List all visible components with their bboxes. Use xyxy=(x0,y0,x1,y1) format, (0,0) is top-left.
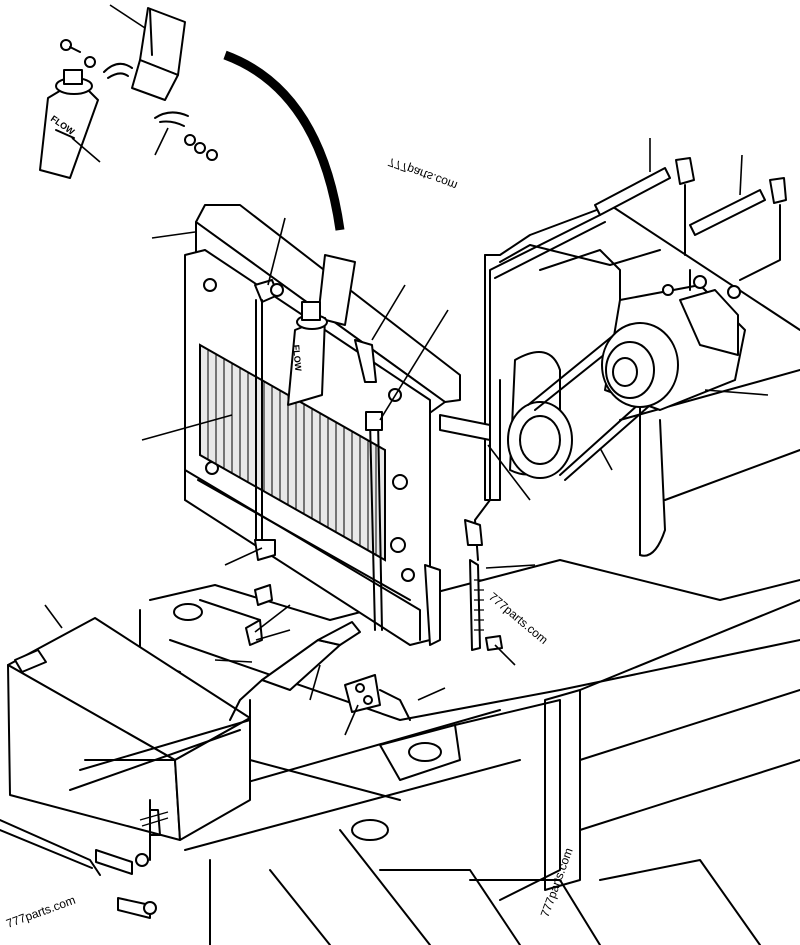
lower-hoses xyxy=(229,584,411,721)
receiver-drier-mounted: FLOW xyxy=(287,254,356,406)
engine-block xyxy=(484,204,800,557)
leader-lines xyxy=(44,4,769,736)
flow-label-radiator: FLOW xyxy=(291,344,303,372)
bolts-and-clamps-top xyxy=(60,39,218,161)
installation-arrow xyxy=(223,50,345,231)
ac-compressor xyxy=(601,269,746,411)
watermark-1: 777parts.com xyxy=(386,155,459,193)
engine-pulley xyxy=(507,351,573,479)
hose-clamp-bracket xyxy=(439,414,503,651)
drier-bracket-top xyxy=(131,7,186,101)
evaporator-unit xyxy=(7,617,251,841)
receiver-drier-top: FLOW xyxy=(39,69,99,179)
radiator-fins xyxy=(207,350,377,554)
evaporator-hoses xyxy=(0,799,157,919)
hose-fittings-radiator xyxy=(254,279,441,646)
watermark-3: 777parts.com xyxy=(4,893,77,931)
compressor-hoses xyxy=(474,157,787,561)
